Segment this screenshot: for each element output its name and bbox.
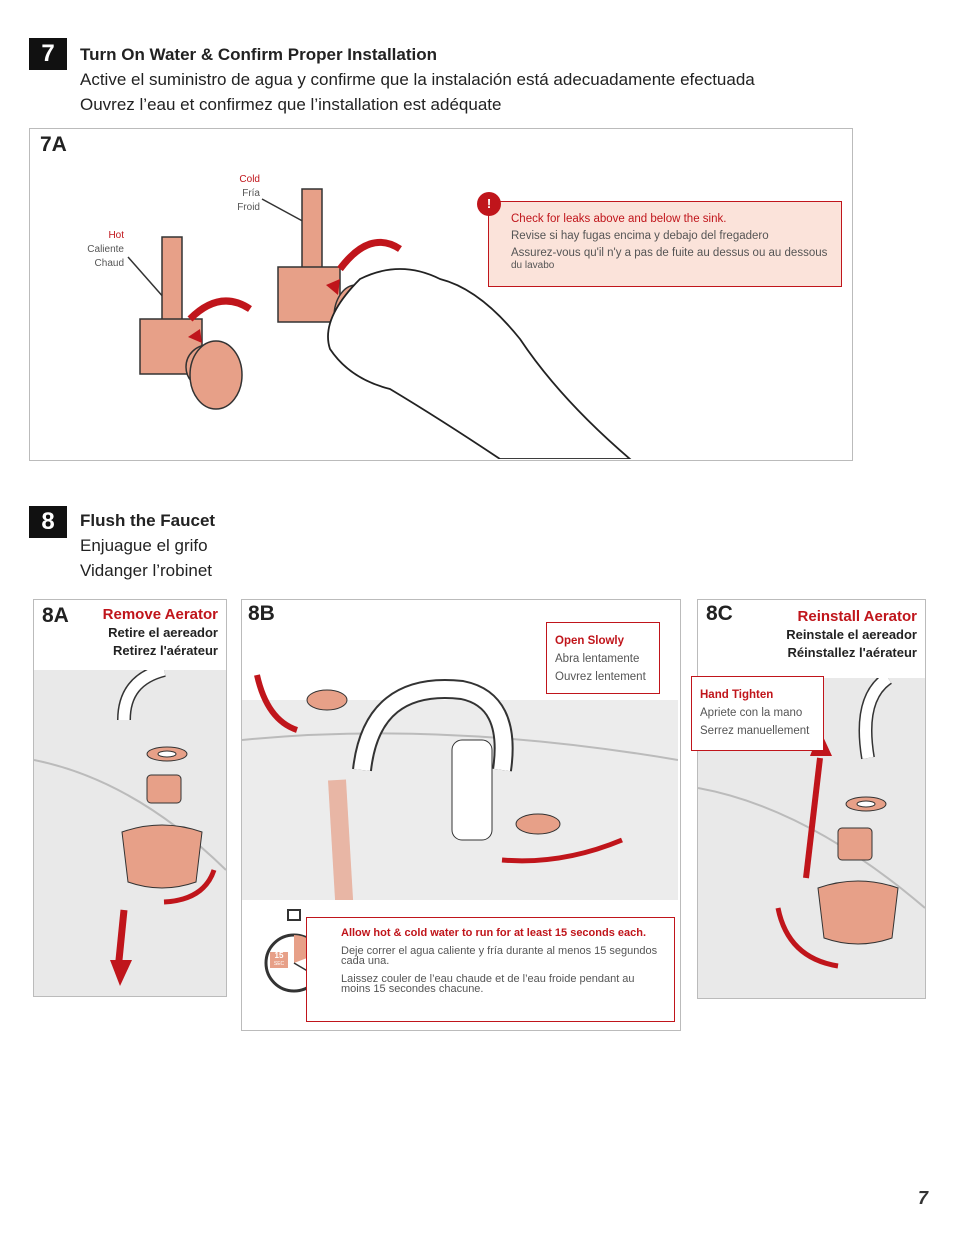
open-slowly-box: Open Slowly Abra lentamente Ouvrez lente… xyxy=(546,622,660,694)
step-7-title-en: Turn On Water & Confirm Proper Installat… xyxy=(80,45,438,64)
faucet-illustration xyxy=(242,674,678,900)
panel-8a: 8A Remove Aerator Retire el aereador Ret… xyxy=(33,599,227,997)
leak-warning-box: ! Check for leaks above and below the si… xyxy=(477,192,842,287)
panel-8a-label: 8A xyxy=(42,604,69,627)
leak-warning-fr-tail: du lavabo xyxy=(511,260,555,271)
flush-instructions-box: Allow hot & cold water to run for at lea… xyxy=(306,917,675,1022)
leak-warning-fr: Assurez-vous qu'il n'y a pas de fuite au… xyxy=(511,247,833,272)
step-8-title-es: Enjuague el grifo xyxy=(80,536,208,555)
panel-7a: 7A Cold Fría Froid Hot Caliente Chaud xyxy=(29,128,853,461)
step-7-title-es: Active el suministro de agua y confirme … xyxy=(80,70,755,89)
stopwatch-value: 15 xyxy=(274,951,284,960)
hot-label: Hot Caliente Chaud xyxy=(70,229,124,271)
page-number: 7 xyxy=(917,1188,928,1208)
remove-aerator-fr: Retirez l'aérateur xyxy=(113,643,218,658)
stopwatch-unit: SEC xyxy=(273,961,285,967)
flush-instructions-fr: Laissez couler de l’eau chaude et de l’e… xyxy=(341,973,635,995)
open-slowly-fr: Ouvrez lentement xyxy=(555,671,646,683)
leak-warning-en: Check for leaks above and below the sink… xyxy=(511,213,727,225)
remove-aerator-en: Remove Aerator xyxy=(102,606,218,623)
hot-label-es: Caliente xyxy=(87,244,124,255)
flush-instructions-es: Deje correr el agua caliente y fría dura… xyxy=(341,945,658,967)
leak-warning-es: Revise si hay fugas encima y debajo del … xyxy=(511,230,769,242)
reinstall-aerator-en: Reinstall Aerator xyxy=(797,608,917,625)
step-8-number: 8 xyxy=(29,506,67,538)
supply-valves-illustration xyxy=(127,188,632,459)
cold-label-en: Cold xyxy=(239,174,260,185)
open-slowly-es: Abra lentamente xyxy=(555,653,640,665)
step-7-title-fr: Ouvrez l’eau et confirmez que l’installa… xyxy=(80,95,502,114)
hot-label-en: Hot xyxy=(108,230,124,241)
panel-8c-titles: Reinstall Aerator Reinstale el aereador … xyxy=(786,608,917,662)
step-8-title-en: Flush the Faucet xyxy=(80,511,216,530)
cold-label: Cold Fría Froid xyxy=(220,173,260,215)
remove-aerator-illustration xyxy=(34,670,226,996)
panel-8b-label: 8B xyxy=(248,602,275,625)
remove-aerator-es: Retire el aereador xyxy=(108,625,218,640)
open-slowly-en: Open Slowly xyxy=(555,635,625,647)
panel-8a-titles: Remove Aerator Retire el aereador Retire… xyxy=(103,606,218,660)
stopwatch-readout: 15 SEC xyxy=(270,952,288,968)
leak-warning-fr-main: Assurez-vous qu'il n'y a pas de fuite au… xyxy=(511,247,828,259)
step-8-heading: Flush the Faucet Enjuague el grifo Vidan… xyxy=(80,508,215,583)
exclamation-icon: ! xyxy=(477,192,501,216)
panel-8c: 8C Reinstall Aerator Reinstale el aeread… xyxy=(691,599,926,999)
reinstall-aerator-fr: Réinstallez l'aérateur xyxy=(787,645,917,660)
flush-instructions-en: Allow hot & cold water to run for at lea… xyxy=(341,927,647,939)
hand-tighten-fr: Serrez manuellement xyxy=(700,725,810,737)
hand-tighten-es: Apriete con la mano xyxy=(700,707,803,719)
cold-label-fr: Froid xyxy=(237,202,260,213)
step-7-heading: Turn On Water & Confirm Proper Installat… xyxy=(80,42,755,117)
reinstall-aerator-es: Reinstale el aereador xyxy=(786,627,917,642)
step-8-title-fr: Vidanger l’robinet xyxy=(80,561,212,580)
hand-tighten-box: Hand Tighten Apriete con la mano Serrez … xyxy=(691,676,824,751)
cold-label-es: Fría xyxy=(242,188,260,199)
panel-8c-label: 8C xyxy=(706,602,733,625)
hot-label-fr: Chaud xyxy=(94,258,124,269)
panel-8b: 8B Open Slowly Abra lentamente Ouvrez le… xyxy=(241,599,681,1031)
panel-7a-label: 7A xyxy=(40,133,67,156)
step-7-number: 7 xyxy=(29,38,67,70)
hand-tighten-en: Hand Tighten xyxy=(700,689,774,701)
